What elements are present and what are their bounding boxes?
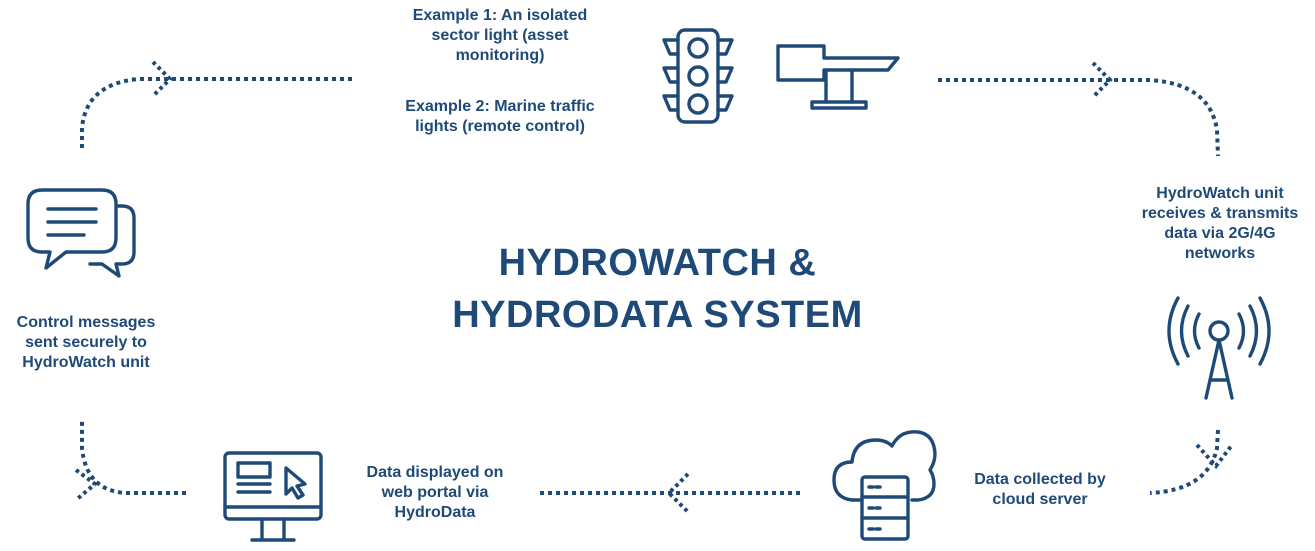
connector-bottom-left xyxy=(74,418,186,502)
chat-bubbles-icon xyxy=(26,188,136,278)
step-transmit-line-2: receives & transmits xyxy=(1141,205,1299,222)
step-portal-text: Data displayed on web portal via HydroDa… xyxy=(335,463,535,523)
step-cloud-text: Data collected by cloud server xyxy=(945,470,1135,510)
diagram-title-line-2: HYDRODATA SYSTEM xyxy=(452,294,863,336)
sector-light-icon xyxy=(776,44,900,110)
step-transmit-line-1: HydroWatch unit xyxy=(1156,185,1284,202)
traffic-light-icon xyxy=(662,28,734,124)
example-2-line-1: Example 2: Marine traffic xyxy=(405,98,595,115)
example-1-text: Example 1: An isolated sector light (ass… xyxy=(370,6,630,66)
step-portal-line-2: web portal via xyxy=(381,484,489,501)
step-portal-line-3: HydroData xyxy=(394,504,476,521)
antenna-tower-icon xyxy=(1167,296,1271,400)
example-1-line-2: sector light (asset xyxy=(431,27,569,44)
step-cloud-line-1: Data collected by xyxy=(974,471,1106,488)
step-transmit-line-3: data via 2G/4G xyxy=(1164,225,1276,242)
step-cloud-line-2: cloud server xyxy=(992,491,1088,508)
connector-bottom-right xyxy=(1149,429,1234,495)
step-control-text: Control messages sent securely to HydroW… xyxy=(0,313,172,373)
step-control-line-2: sent securely to xyxy=(25,334,147,351)
step-transmit-text: HydroWatch unit receives & transmits dat… xyxy=(1120,184,1315,264)
step-transmit-line-4: networks xyxy=(1184,245,1256,262)
diagram-title-line-1: HYDROWATCH & xyxy=(498,242,817,284)
example-1-line-1: Example 1: An isolated xyxy=(412,7,588,24)
example-1-line-3: monitoring) xyxy=(455,47,545,64)
step-portal-line-1: Data displayed on xyxy=(366,464,504,481)
connector-top-left xyxy=(80,60,355,148)
step-control-line-3: HydroWatch unit xyxy=(22,354,150,371)
monitor-cursor-icon xyxy=(223,451,323,542)
connector-bottom-middle xyxy=(540,472,800,514)
cloud-server-icon xyxy=(832,430,937,541)
example-2-line-2: lights (remote control) xyxy=(415,118,585,135)
step-control-line-1: Control messages xyxy=(16,314,156,331)
example-2-text: Example 2: Marine traffic lights (remote… xyxy=(370,97,630,137)
connector-top-right xyxy=(938,61,1220,157)
